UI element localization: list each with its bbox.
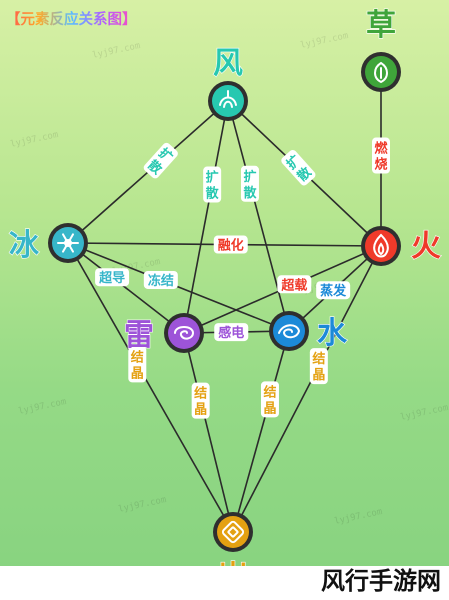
brand-logo-text: 风行手游网 bbox=[321, 567, 441, 595]
reaction-label-geo-pyro: 结晶 bbox=[309, 348, 328, 385]
element-node-anemo: 风 bbox=[208, 45, 248, 121]
electro-icon bbox=[174, 326, 195, 340]
pyro-icon bbox=[373, 233, 389, 258]
reaction-label-dendro-pyro: 燃烧 bbox=[372, 137, 390, 174]
reaction-label-char: 烧 bbox=[374, 157, 387, 173]
reaction-label-char: 结 bbox=[194, 386, 207, 402]
reaction-line-geo-pyro bbox=[232, 245, 382, 533]
node-core bbox=[168, 317, 200, 349]
element-node-hydro: 水 bbox=[269, 311, 349, 351]
reaction-line-anemo-electro bbox=[183, 100, 229, 334]
reaction-label-char: 晶 bbox=[194, 403, 207, 418]
element-label-cryo: 冰 bbox=[9, 228, 40, 263]
reaction-label-anemo-pyro: 扩散 bbox=[281, 149, 316, 186]
reaction-line-cryo-hydro bbox=[67, 242, 290, 332]
cryo-icon bbox=[57, 233, 79, 253]
element-label-hydro: 水 bbox=[317, 316, 348, 351]
reaction-label-anemo-cryo: 扩散 bbox=[143, 142, 178, 179]
dendro-icon bbox=[374, 61, 388, 84]
reaction-label-anemo-hydro: 扩散 bbox=[240, 165, 259, 202]
reaction-label-char: 晶 bbox=[312, 368, 325, 383]
reaction-label-geo-electro: 结晶 bbox=[191, 382, 210, 419]
node-core bbox=[365, 230, 397, 262]
hydro-icon bbox=[278, 324, 301, 339]
anemo-icon bbox=[219, 90, 237, 108]
reaction-label-text: 超导 bbox=[99, 270, 125, 286]
reaction-label-char: 结 bbox=[312, 351, 325, 367]
element-label-pyro: 火 bbox=[411, 229, 441, 264]
element-node-pyro: 火 bbox=[361, 226, 442, 266]
element-label-dendro: 草 bbox=[366, 8, 396, 43]
reaction-line-geo-electro bbox=[183, 332, 234, 533]
reaction-label-text: 冻结 bbox=[148, 273, 174, 289]
reaction-line-cryo-electro bbox=[67, 242, 185, 334]
reaction-line-geo-cryo bbox=[67, 242, 234, 533]
geo-icon bbox=[221, 520, 245, 544]
reaction-label-char: 晶 bbox=[131, 366, 144, 381]
reaction-line-anemo-hydro bbox=[227, 100, 290, 332]
reaction-label-geo-cryo: 结晶 bbox=[128, 346, 147, 383]
reaction-label-electro-hydro: 感电 bbox=[214, 323, 249, 342]
element-node-cryo: 冰 bbox=[8, 223, 88, 263]
reaction-label-text: 蒸发 bbox=[320, 283, 347, 299]
reaction-label-cryo-pyro: 融化 bbox=[213, 235, 248, 254]
element-label-electro: 雷 bbox=[124, 318, 154, 353]
reaction-label-char: 结 bbox=[263, 384, 276, 400]
element-node-dendro: 草 bbox=[361, 7, 401, 92]
reaction-label-hydro-pyro: 蒸发 bbox=[316, 281, 351, 300]
reaction-label-char: 扩 bbox=[206, 170, 219, 186]
reaction-line-geo-hydro bbox=[232, 330, 290, 533]
element-nodes: 风草冰火雷水岩 bbox=[8, 7, 442, 595]
reaction-label-text: 超载 bbox=[281, 277, 307, 293]
reaction-label-geo-hydro: 结晶 bbox=[260, 381, 279, 418]
node-core bbox=[273, 315, 305, 347]
element-node-electro: 雷 bbox=[123, 313, 204, 353]
reaction-label-text: 融化 bbox=[218, 238, 244, 254]
reaction-label-char: 燃 bbox=[374, 141, 388, 157]
reaction-label-cryo-electro: 超导 bbox=[95, 268, 130, 287]
element-label-anemo: 风 bbox=[213, 46, 243, 81]
reaction-label-electro-pyro: 超载 bbox=[277, 275, 312, 294]
reaction-label-char: 扩 bbox=[243, 169, 256, 185]
reaction-label-char: 晶 bbox=[263, 401, 276, 416]
reaction-label-char: 结 bbox=[131, 349, 144, 365]
reaction-lines bbox=[67, 72, 382, 533]
footer-bar: 风行手游网 bbox=[0, 566, 449, 600]
reaction-label-text: 感电 bbox=[218, 325, 244, 341]
page-title: 【元素反应关系图】 bbox=[6, 8, 137, 29]
reaction-label-char: 散 bbox=[206, 186, 220, 202]
reaction-label-char: 散 bbox=[243, 185, 257, 201]
reaction-labels: 扩散扩散扩散扩散燃烧融化冻结超导超载蒸发感电结晶结晶结晶结晶 bbox=[95, 137, 390, 419]
node-core bbox=[217, 516, 249, 548]
reaction-label-anemo-electro: 扩散 bbox=[203, 166, 222, 203]
reaction-label-cryo-hydro: 冻结 bbox=[143, 270, 178, 289]
